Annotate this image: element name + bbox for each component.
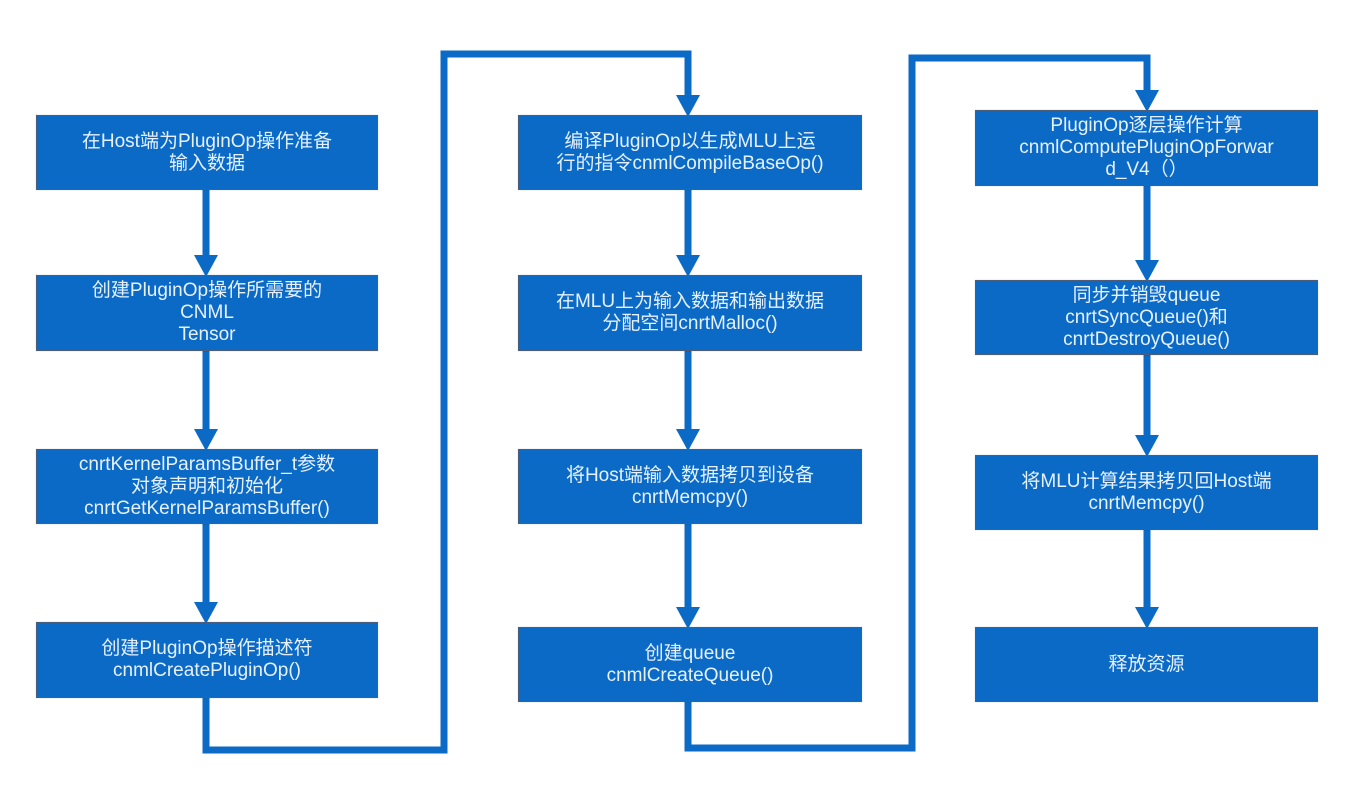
step-text-line: d_V4（） <box>1105 159 1188 180</box>
arrow-head-icon <box>194 255 218 277</box>
step-text-line: 同步并销毁queue <box>1072 284 1221 306</box>
arrow-head-icon <box>1135 435 1159 457</box>
step-text-line: 在Host端为PluginOp操作准备 <box>81 130 333 152</box>
step-text-line: 行的指令cnmlCompileBaseOp() <box>556 152 824 174</box>
step-text-line: 在MLU上为输入数据和输出数据 <box>555 291 825 312</box>
step-text-line: 创建queue <box>644 642 736 664</box>
step-text-line: cnrtMemcpy() <box>1088 492 1205 514</box>
step-text-line: 创建PluginOp操作描述符 <box>101 638 313 659</box>
arrow-head-icon <box>676 429 700 451</box>
step-text-line: cnmlCreateQueue() <box>606 664 774 686</box>
arrow-head-icon <box>1135 260 1159 282</box>
step-text-line: 创建PluginOp操作所需要的 <box>91 280 323 301</box>
step-text-line: 对象声明和初始化 <box>130 475 283 497</box>
step-text-line: cnmlCreatePluginOp() <box>113 660 301 681</box>
step-text-line: CNML <box>180 302 234 323</box>
step-text-line: cnrtSyncQueue()和 <box>1065 306 1228 328</box>
flow-step-6: 在MLU上为输入数据和输出数据分配空间cnrtMalloc() <box>518 275 862 351</box>
column-transition-connector-1 <box>202 50 692 754</box>
step-text-line: 将Host端输入数据拷贝到设备 <box>565 464 815 486</box>
step-text-line: 编译PluginOp以生成MLU上运 <box>564 130 816 152</box>
step-text-line: cnrtGetKernelParamsBuffer() <box>84 497 330 519</box>
step-text-line: 将MLU计算结果拷贝回Host端 <box>1021 470 1272 492</box>
arrow-head-icon <box>194 602 218 624</box>
step-text-line: 分配空间cnrtMalloc() <box>602 313 778 334</box>
flow-step-1: 在Host端为PluginOp操作准备输入数据 <box>36 115 378 190</box>
step-text-line: 输入数据 <box>168 152 245 174</box>
arrow-head-icon <box>1135 607 1159 629</box>
arrow-head-icon <box>194 429 218 451</box>
arrow-head-icon <box>1135 90 1159 112</box>
step-text-line: PluginOp逐层操作计算 <box>1050 115 1243 136</box>
step-text-line: 释放资源 <box>1108 653 1185 675</box>
step-text-line: Tensor <box>178 324 236 345</box>
step-text-line: cnrtDestroyQueue() <box>1063 328 1230 350</box>
arrow-head-icon <box>676 95 700 117</box>
step-text-line: cnrtKernelParamsBuffer_t参数 <box>78 453 336 475</box>
arrow-head-icon <box>676 255 700 277</box>
step-text-line: cnrtMemcpy() <box>631 486 749 508</box>
arrow-head-icon <box>676 607 700 629</box>
column-transition-connector-2 <box>684 54 1151 752</box>
step-text-line: cnmlComputePluginOpForwar <box>1019 137 1274 158</box>
flow-step-12: 释放资源 <box>975 627 1318 702</box>
flow-step-5: 编译PluginOp以生成MLU上运行的指令cnmlCompileBaseOp(… <box>518 115 862 190</box>
